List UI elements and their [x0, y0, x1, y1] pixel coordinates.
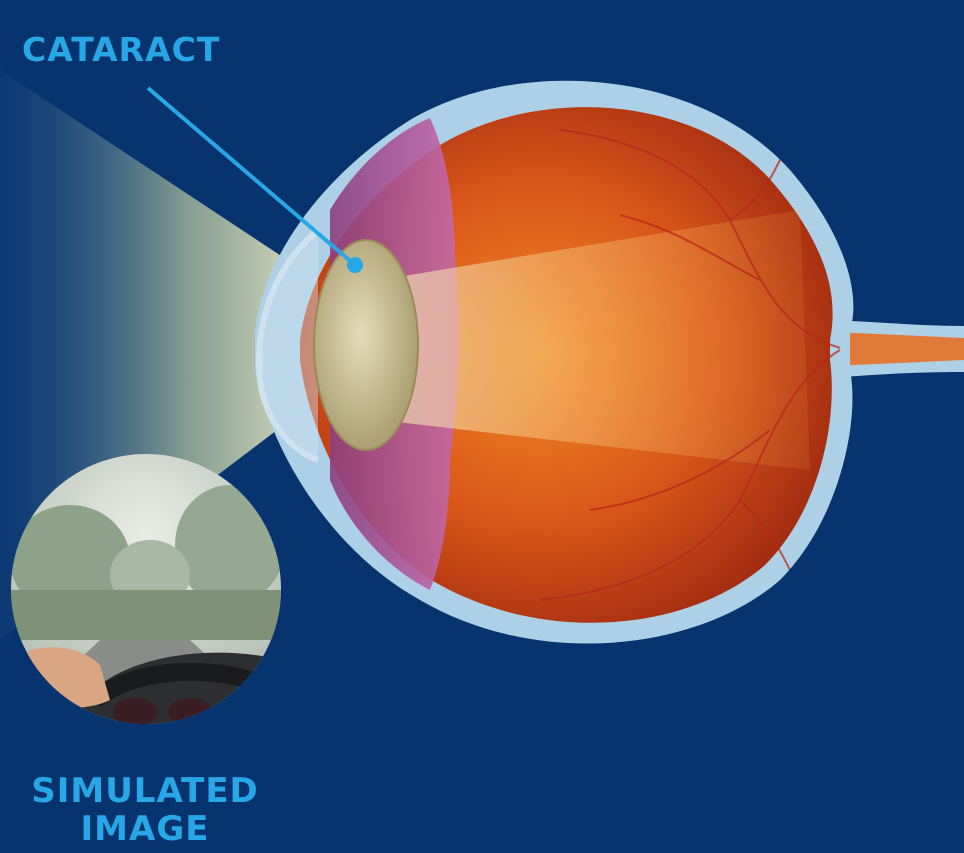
caption-line-2: IMAGE: [0, 810, 290, 848]
simulated-image: [10, 453, 285, 726]
optic-nerve-core: [830, 332, 964, 366]
cataract-lens: [314, 240, 418, 450]
simulated-image-caption: SIMULATED IMAGE: [0, 772, 290, 848]
cataract-label: CATARACT: [22, 30, 220, 69]
cataract-pointer-dot: [347, 257, 363, 273]
caption-line-1: SIMULATED: [0, 772, 290, 810]
